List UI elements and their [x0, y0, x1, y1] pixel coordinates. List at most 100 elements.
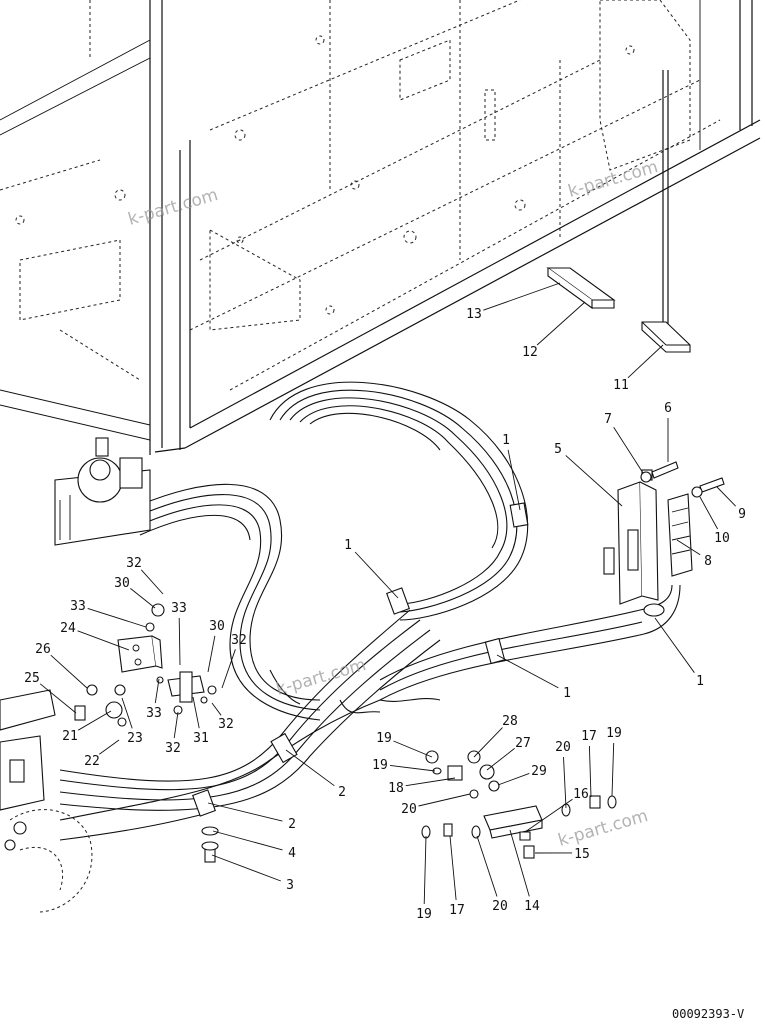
part-number-label: 9: [738, 507, 746, 522]
leader-line: [536, 301, 586, 346]
part-number-label: 12: [522, 345, 538, 360]
leader-line: [627, 344, 664, 379]
part-number-label: 24: [60, 621, 76, 636]
callout-32: 32: [126, 556, 164, 595]
part-number-label: 6: [664, 401, 672, 416]
leader-line: [354, 551, 399, 599]
callout-1: 1: [654, 617, 704, 689]
control-valve: [0, 735, 93, 913]
leader-line: [507, 449, 521, 511]
part-number-label: 20: [401, 802, 417, 817]
bracket-assembly: [603, 461, 725, 605]
leader-line: [393, 740, 433, 758]
part-number-label: 23: [127, 731, 143, 746]
leader-line: [405, 777, 456, 787]
part-number-label: 25: [24, 671, 40, 686]
leader-line: [496, 654, 559, 689]
leader-line: [473, 727, 503, 758]
leader-line: [99, 739, 120, 755]
watermark-text: k-part.com: [274, 655, 368, 700]
callout-4: 4: [212, 830, 296, 861]
junction-block-area: [0, 603, 217, 731]
part-number-label: 10: [714, 531, 730, 546]
callout-25: 25: [24, 671, 77, 714]
callout-32: 32: [211, 702, 234, 732]
part-number-label: 19: [376, 731, 392, 746]
part-number-label: 1: [696, 674, 704, 689]
part-number-label: 1: [563, 686, 571, 701]
part-number-label: 2: [338, 785, 346, 800]
spacer-plates: [546, 70, 691, 353]
leader-line: [173, 711, 179, 739]
leader-line: [207, 635, 216, 673]
cab-frame: [0, 0, 761, 455]
leader-line: [207, 802, 283, 822]
callout-19: 19: [372, 758, 436, 773]
leader-line: [130, 588, 156, 609]
callout-20: 20: [476, 835, 508, 914]
leader-line: [192, 696, 200, 729]
part-number-label: 31: [193, 731, 209, 746]
part-number-label: 1: [344, 538, 352, 553]
leader-line: [285, 749, 335, 787]
callout-23: 23: [121, 697, 143, 746]
callout-33: 33: [171, 601, 187, 666]
leader-line: [221, 649, 236, 689]
callout-2: 2: [207, 802, 296, 832]
callout-33: 33: [146, 678, 162, 721]
part-number-label: 15: [574, 847, 590, 862]
callout-33: 33: [70, 599, 147, 628]
part-number-label: 11: [613, 378, 629, 393]
callout-12: 12: [522, 301, 586, 360]
leader-line: [140, 569, 164, 595]
leader-line: [654, 617, 695, 673]
callout-21: 21: [62, 710, 112, 744]
callout-layer: 1111223456789101112131415161717181919191…: [24, 282, 746, 922]
leader-line: [212, 830, 283, 851]
leader-line: [676, 539, 701, 556]
callout-3: 3: [211, 854, 294, 893]
part-number-label: 5: [554, 442, 562, 457]
part-number-label: 30: [209, 619, 225, 634]
callout-28: 28: [473, 714, 518, 758]
part-number-label: 33: [171, 601, 187, 616]
part-number-label: 18: [388, 781, 404, 796]
leader-line: [483, 282, 561, 311]
part-number-label: 27: [515, 736, 531, 751]
part-number-label: 8: [704, 554, 712, 569]
part-number-label: 13: [466, 307, 482, 322]
part-number-label: 28: [502, 714, 518, 729]
callout-31: 31: [192, 696, 209, 746]
part-number-label: 19: [606, 726, 622, 741]
part-number-label: 16: [573, 787, 589, 802]
callout-19: 19: [376, 731, 433, 758]
bolt-washer: [201, 826, 219, 863]
callout-10: 10: [699, 496, 730, 546]
callout-17: 17: [449, 835, 465, 918]
callout-17: 17: [581, 729, 597, 798]
leader-line: [449, 835, 457, 901]
callout-32: 32: [165, 711, 181, 756]
callout-22: 22: [84, 739, 120, 769]
part-number-label: 19: [372, 758, 388, 773]
callout-1: 1: [496, 654, 571, 701]
part-number-label: 26: [35, 642, 51, 657]
callout-5: 5: [554, 442, 623, 507]
callout-13: 13: [466, 282, 561, 322]
part-number-label: 22: [84, 754, 100, 769]
part-number-label: 32: [231, 633, 247, 648]
callout-16: 16: [524, 787, 589, 833]
part-number-label: 33: [70, 599, 86, 614]
leader-line: [565, 455, 623, 507]
callout-27: 27: [486, 736, 531, 771]
part-number-label: 32: [165, 741, 181, 756]
callout-29: 29: [497, 764, 547, 786]
callout-30: 30: [114, 576, 156, 609]
callout-2: 2: [285, 749, 346, 800]
drawing-code: 00092393-V: [672, 1007, 744, 1021]
part-number-label: 17: [449, 903, 465, 918]
callout-6: 6: [664, 401, 672, 462]
part-number-label: 14: [524, 899, 540, 914]
callout-32: 32: [221, 633, 247, 689]
